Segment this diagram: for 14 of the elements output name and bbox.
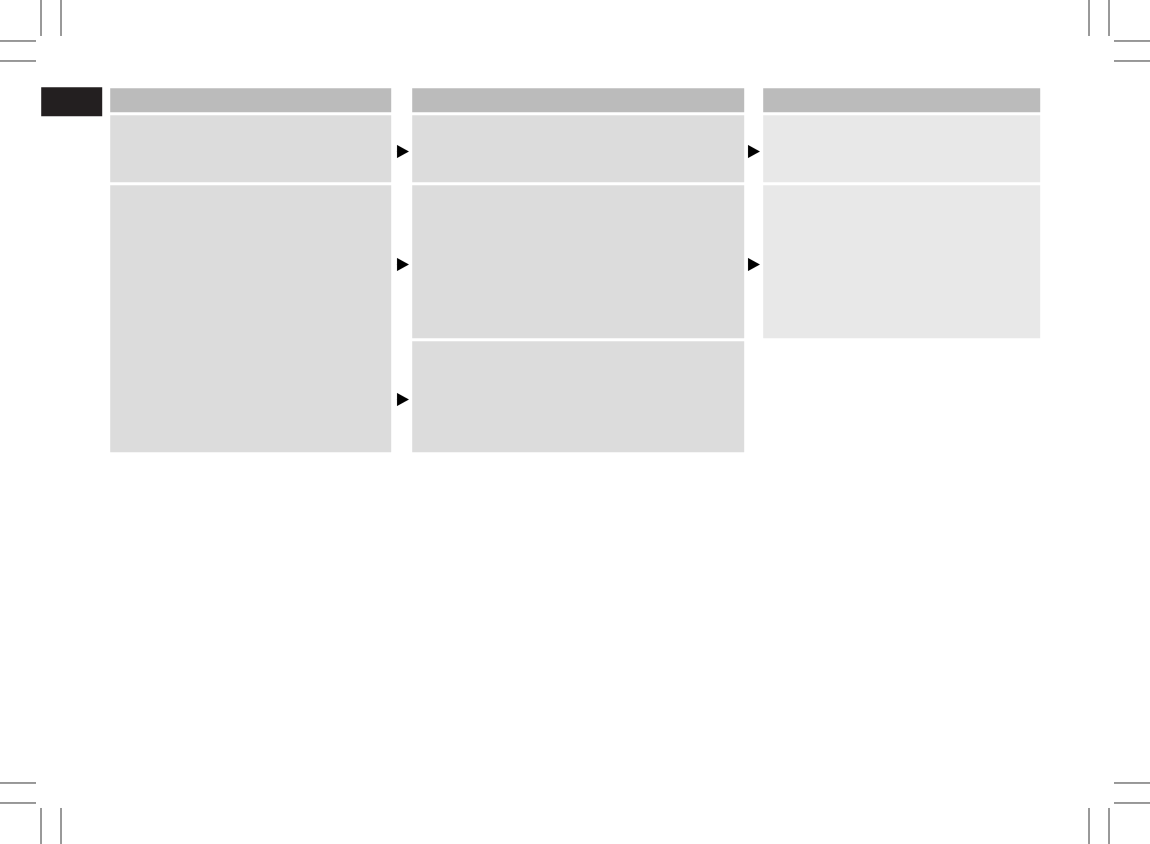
panel-box	[412, 341, 745, 453]
arrow	[396, 393, 409, 406]
panel-box	[412, 185, 745, 339]
section-tab	[41, 87, 103, 117]
arrow	[748, 145, 760, 158]
arrow	[396, 145, 409, 158]
arrow	[748, 258, 760, 271]
panel-box	[110, 115, 392, 183]
panel-box	[412, 115, 745, 183]
column-header-bar	[763, 88, 1041, 113]
arrow	[396, 258, 409, 271]
column-header-bar	[412, 88, 745, 113]
column-header-bar	[110, 88, 392, 113]
panel-box	[110, 185, 392, 453]
